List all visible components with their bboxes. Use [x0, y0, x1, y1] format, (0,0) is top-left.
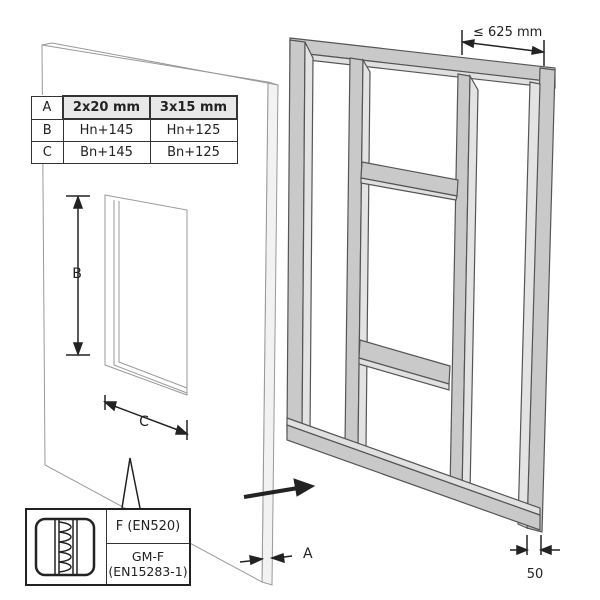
- dimension-a-label: A: [303, 546, 313, 562]
- dimension-b: [66, 194, 90, 357]
- legend-leader: [121, 457, 141, 509]
- table-cell: Bn+125: [149, 141, 238, 164]
- board-opening: [104, 194, 188, 396]
- table-cell: Hn+145: [62, 118, 151, 142]
- table-row: B Hn+145 Hn+125: [31, 118, 238, 142]
- dimension-a: [239, 552, 293, 566]
- table-cell: B: [31, 118, 64, 142]
- board-type-gmf-line1: GM-F: [131, 549, 165, 564]
- board-type-f: F (EN520): [107, 510, 189, 544]
- dimension-b-label: B: [72, 266, 82, 282]
- table-header: 3x15 mm: [149, 95, 238, 120]
- metal-stud-frame: [286, 37, 556, 533]
- table-cell: A: [31, 95, 64, 120]
- table-row: A 2x20 mm 3x15 mm: [31, 95, 238, 120]
- dimension-table: A 2x20 mm 3x15 mm B Hn+145 Hn+125 C Bn+1…: [31, 95, 238, 164]
- dimension-c-label: C: [139, 414, 149, 430]
- dimension-c: [103, 395, 189, 440]
- spacing-label: ≤ 625 mm: [473, 25, 542, 40]
- board-section-icon: [27, 510, 107, 584]
- board-type-gmf-line2: (EN15283-1): [108, 564, 188, 579]
- dimension-stud-width: [510, 535, 560, 556]
- dimension-spacing: [460, 30, 546, 66]
- table-cell: Hn+125: [149, 118, 238, 142]
- stud-width-label: 50: [527, 567, 544, 582]
- table-cell: Bn+145: [62, 141, 151, 164]
- board-type-gmf: GM-F (EN15283-1): [107, 544, 189, 584]
- table-cell: C: [31, 141, 64, 164]
- board-type-legend: F (EN520) GM-F (EN15283-1): [25, 508, 191, 586]
- assembly-arrow: [243, 478, 316, 499]
- table-header: 2x20 mm: [62, 95, 151, 120]
- table-row: C Bn+145 Bn+125: [31, 141, 238, 164]
